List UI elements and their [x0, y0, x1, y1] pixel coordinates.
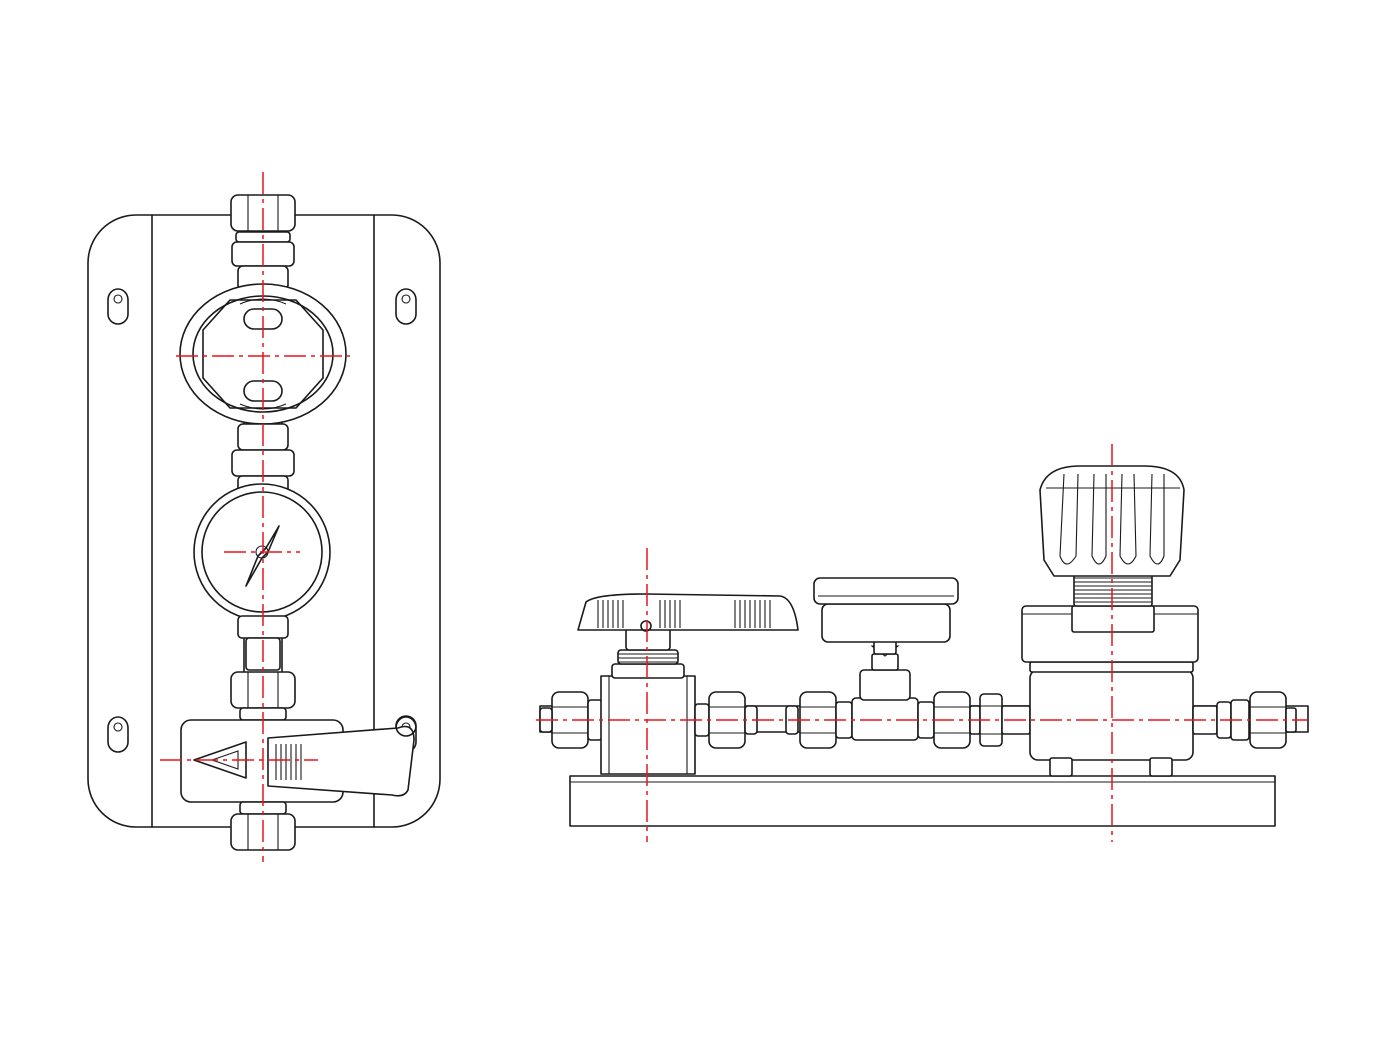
side-view — [536, 444, 1309, 842]
right-end-fitting — [1192, 691, 1297, 749]
valve-handle-front — [267, 715, 417, 797]
ball-valve-side — [577, 593, 799, 775]
regulator-spring-thread — [1073, 573, 1153, 607]
pressure-gauge-side — [813, 577, 959, 643]
tee-fitting — [851, 639, 919, 741]
ball-valve-front — [180, 715, 417, 803]
front-view — [87, 172, 441, 862]
keyhole-slot-top-right — [395, 288, 417, 325]
keyhole-slot-top-left — [107, 288, 129, 325]
keyhole-slot-bottom-left — [107, 716, 129, 753]
valve-handle-side — [577, 593, 799, 632]
regulator-side — [1021, 465, 1199, 777]
base-plate — [569, 775, 1276, 827]
